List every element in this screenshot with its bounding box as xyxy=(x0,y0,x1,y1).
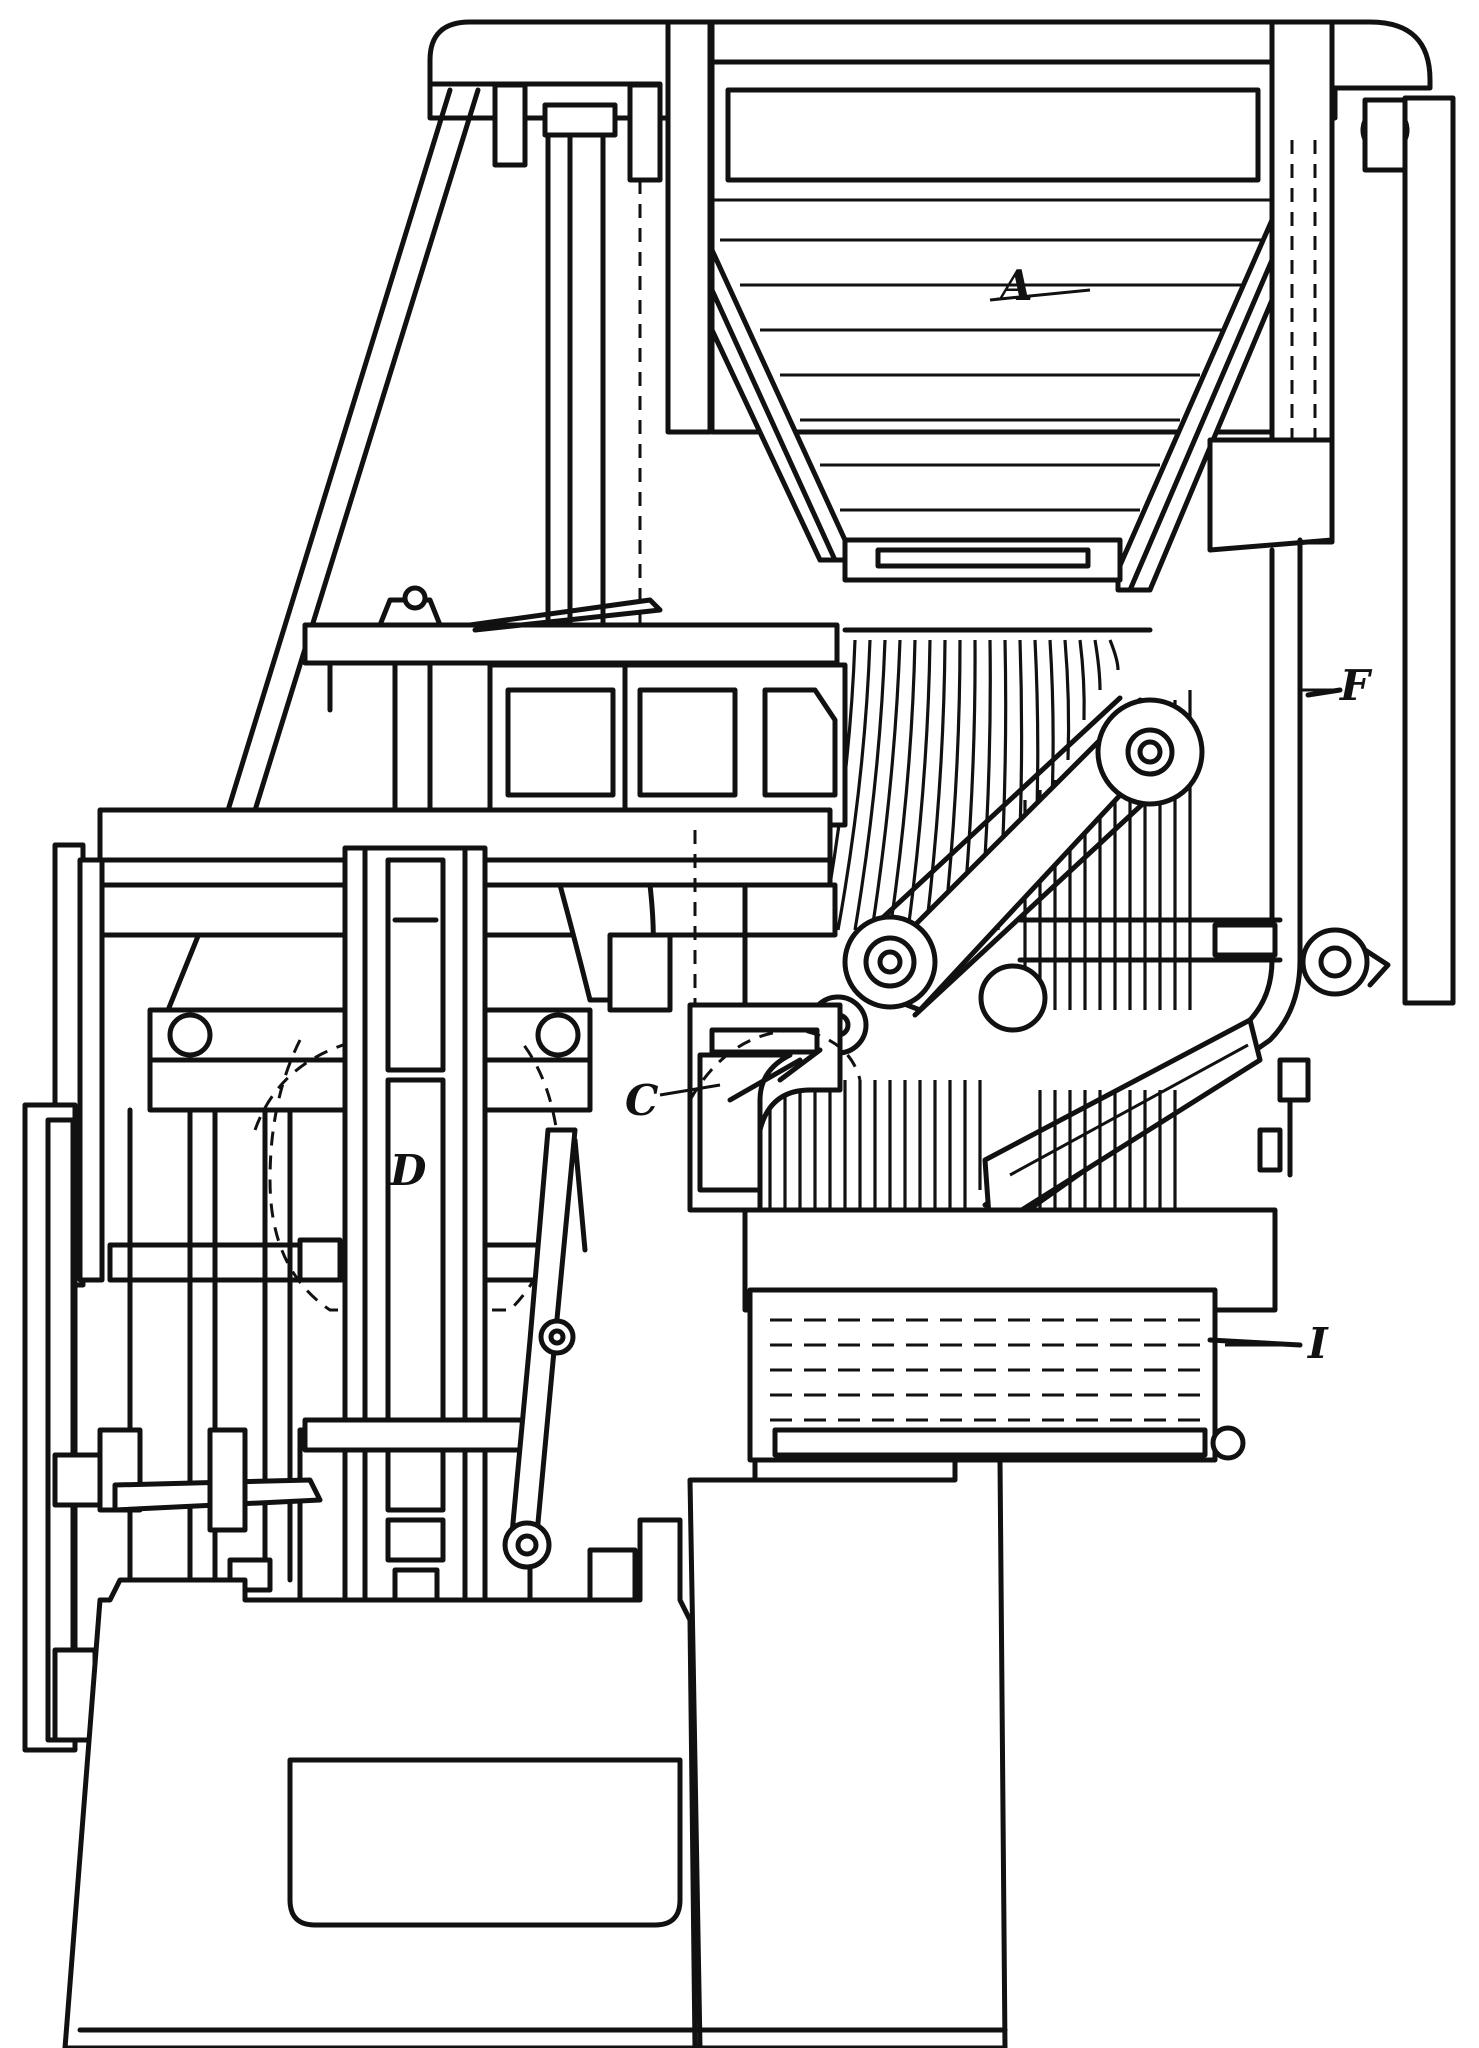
right-upper-block xyxy=(1207,19,1335,553)
drum-d xyxy=(253,1038,562,1312)
side-shaft xyxy=(52,1427,638,1743)
control-box xyxy=(487,662,848,828)
label-a: A xyxy=(996,261,1033,310)
left-pedestal xyxy=(62,1517,703,2048)
crank-linkage xyxy=(502,1127,588,1570)
label-i: I xyxy=(1307,1319,1329,1368)
right-pedestal xyxy=(687,1457,1008,2048)
label-f: F xyxy=(1339,661,1373,710)
beater-c xyxy=(687,1002,862,1213)
hopper-a xyxy=(709,19,1275,633)
label-d: D xyxy=(389,1146,427,1195)
warp-threads xyxy=(768,639,1283,1210)
left-wheels xyxy=(22,842,105,1753)
label-c: C xyxy=(625,1076,659,1125)
figure-labels: A C D F I xyxy=(389,261,1373,1368)
cloth-box-i xyxy=(742,1207,1303,1498)
conveyor-belt xyxy=(807,695,1391,1056)
right-board xyxy=(1360,95,1456,1006)
